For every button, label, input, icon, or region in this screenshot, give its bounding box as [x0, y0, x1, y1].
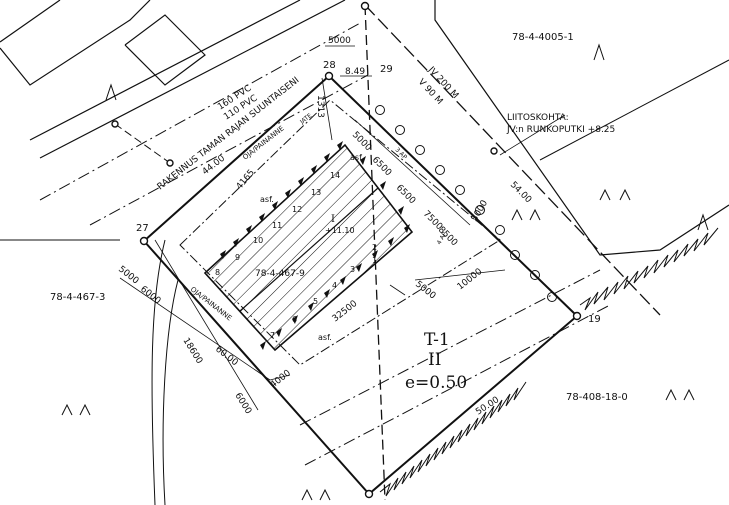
tree-line-east	[579, 227, 719, 311]
point-19-label: 19	[588, 314, 601, 325]
dim-54: 54.00	[508, 180, 533, 205]
survey-points	[111, 1, 582, 499]
stall-11: 11	[272, 221, 282, 230]
dim-6500-b: 6500	[394, 183, 417, 206]
stall-7: 7	[270, 331, 275, 340]
waste-label: JATE	[298, 112, 313, 126]
dim-5000-d: 5000	[470, 198, 490, 223]
zone-code: T-1	[424, 330, 450, 350]
dim-5000-c: 5000	[413, 279, 437, 301]
stall-3: 3	[350, 265, 355, 274]
point-29-label: 29	[380, 64, 393, 75]
path-curve	[151, 239, 166, 505]
ditch-label-north: OJA/PAINANNE	[241, 124, 285, 161]
stall-10: 10	[253, 236, 263, 245]
stall-12: 12	[292, 205, 302, 214]
dim-32500: 32500	[331, 299, 360, 325]
tree-row	[375, 105, 557, 302]
stall-1: 1	[372, 256, 377, 265]
parking-markers	[220, 141, 410, 350]
dim-60: 60.00	[213, 344, 240, 368]
point-28-label: 28	[323, 60, 336, 71]
dim-5000-top: 5000	[328, 36, 351, 46]
building-id: I	[331, 214, 335, 225]
stall-13: 13	[311, 188, 321, 197]
dim-10000: 10000	[456, 267, 485, 293]
dim-4000: 4000	[269, 368, 293, 390]
dim-849: 8.49	[345, 67, 365, 77]
dim-1313: 1313	[315, 95, 325, 118]
connection-detail: JV:n RUNKOPUTKI +8.25	[506, 125, 615, 135]
stall-2: 2	[372, 243, 377, 252]
dimension-lines	[119, 45, 566, 411]
stall-9: 9	[235, 253, 240, 262]
stall-6: 6	[292, 315, 297, 324]
path-curve-2	[162, 279, 179, 505]
asphalt-label-east: asf.	[350, 153, 364, 162]
asphalt-label-south: asf.	[318, 333, 332, 342]
connection-title: LIITOSKOHTA:	[507, 113, 569, 123]
dim-6000-b: 6000	[232, 391, 253, 416]
stall-14: 14	[330, 171, 340, 180]
dim-6000-a: 6000	[138, 284, 162, 306]
parcel-ne-label: 78-4-4005-1	[512, 32, 574, 43]
tree-line-south	[379, 381, 527, 497]
stall-4: 4	[332, 281, 337, 290]
asphalt-label-north: asf.	[260, 195, 274, 204]
road-boundaries	[0, 0, 729, 256]
dim-18600: 18600	[180, 336, 204, 366]
parcel-main-label: 78-4-467-9	[255, 269, 305, 279]
parcel-se-label: 78-408-18-0	[566, 392, 628, 403]
parking-numbers: 1 2 3 4 5 6 7 8 9 10 11 12 13 14	[215, 171, 377, 340]
vegetation-symbols	[61, 43, 709, 501]
point-27-label: 27	[136, 223, 149, 234]
building-level: +11.10	[325, 226, 355, 235]
dim-6500-a: 6500	[370, 155, 393, 178]
parcel-w-label: 78-4-467-3	[50, 292, 105, 303]
stall-5: 5	[313, 297, 318, 306]
stall-8: 8	[215, 268, 220, 277]
building-footprint	[203, 143, 414, 352]
zone-efficiency: e=0.50	[405, 373, 467, 393]
dim-4165: 4165	[235, 168, 257, 192]
zone-storeys: II	[428, 350, 441, 370]
